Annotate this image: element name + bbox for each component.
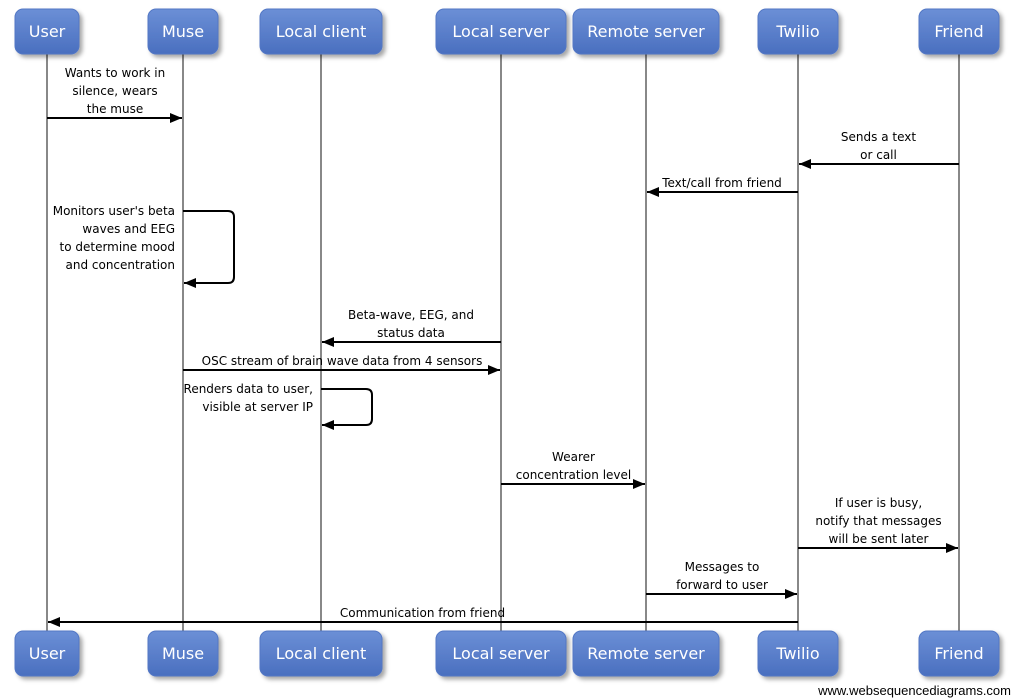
message-label-line: Beta-wave, EEG, and [348,308,474,322]
message-label-line: and concentration [66,258,176,272]
participant-box [147,630,219,677]
participant-label: Local server [452,644,550,663]
message-label-line: OSC stream of brain wave data from 4 sen… [202,354,483,368]
participant-label: Local client [276,22,367,41]
message-10: Messages to forward to user [646,560,797,599]
message-11: Communication from friend [48,606,798,627]
message-label-line: Messages to [685,560,760,574]
participant-twilio-bottom: Twilio [757,630,839,677]
message-label-line: Renders data to user, [184,382,313,396]
participant-local_server-bottom: Local server [435,630,567,677]
participant-box [435,630,567,677]
message-1: Wants to work in silence, wears the muse [47,66,182,123]
self-arrow [321,388,373,430]
message-label-line: Wants to work in [65,66,165,80]
message-label-line: forward to user [676,578,768,592]
participant-box [757,8,839,55]
participant-box [918,8,1000,55]
message-label-line: status data [377,326,445,340]
message-label-line: visible at server IP [202,400,313,414]
participant-label: Friend [934,22,983,41]
participant-label: Local client [276,644,367,663]
participant-remote_server-top: Remote server [572,8,720,55]
participant-box [435,8,567,55]
participant-label: User [29,22,66,41]
message-8: Wearer concentration level [501,450,645,489]
participant-friend-top: Friend [918,8,1000,55]
participant-local_server-top: Local server [435,8,567,55]
message-label-line: notify that messages [815,514,941,528]
message-label-line: Text/call from friend [661,176,782,190]
self-arrow [183,210,235,288]
participant-muse-top: Muse [147,8,219,55]
participant-box [14,630,80,677]
message-label-line: will be sent later [829,532,929,546]
message-label-line: Wearer [552,450,595,464]
message-label-line: Communication from friend [340,606,505,620]
participant-label: Twilio [775,22,819,41]
participant-box [14,8,80,55]
message-7: Renders data to user, visible at server I… [184,382,373,430]
watermark-text: www.websequencediagrams.com [817,683,1011,698]
message-label-line: waves and EEG [82,222,175,236]
message-9: If user is busy, notify that messages will… [798,496,958,553]
message-label-line: Monitors user's beta [53,204,175,218]
message-4: Monitors user's beta waves and EEG to dete… [53,204,235,288]
message-3: Text/call from friend [647,176,798,197]
message-6: OSC stream of brain wave data from 4 sen… [183,354,500,375]
participant-label: Friend [934,644,983,663]
participant-twilio-top: Twilio [757,8,839,55]
participant-remote_server-bottom: Remote server [572,630,720,677]
message-label-line: If user is busy, [835,496,922,510]
lifelines [46,54,960,631]
participant-local_client-top: Local client [259,8,383,55]
message-label-line: to determine mood [60,240,176,254]
participant-label: Muse [162,22,204,41]
message-label-line: Sends a text [841,130,916,144]
participant-box [572,630,720,677]
participant-friend-bottom: Friend [918,630,1000,677]
participant-label: User [29,644,66,663]
participant-user-top: User [14,8,80,55]
message-label-line: concentration level [516,468,631,482]
participant-box [259,8,383,55]
message-label-line: the muse [87,102,143,116]
messages: Wants to work in silence, wears the museSe… [47,66,959,627]
message-5: Beta-wave, EEG, and status data [322,308,501,347]
participant-label: Muse [162,644,204,663]
participant-local_client-bottom: Local client [259,630,383,677]
participant-box [572,8,720,55]
participant-label: Remote server [587,644,705,663]
participant-box [918,630,1000,677]
message-label-line: silence, wears [72,84,157,98]
participant-user-bottom: User [14,630,80,677]
participant-label: Remote server [587,22,705,41]
participant-label: Local server [452,22,550,41]
message-label-line: or call [860,148,897,162]
participant-label: Twilio [775,644,819,663]
participant-muse-bottom: Muse [147,630,219,677]
participant-box [757,630,839,677]
participant-box [259,630,383,677]
message-2: Sends a text or call [799,130,959,169]
participant-box [147,8,219,55]
